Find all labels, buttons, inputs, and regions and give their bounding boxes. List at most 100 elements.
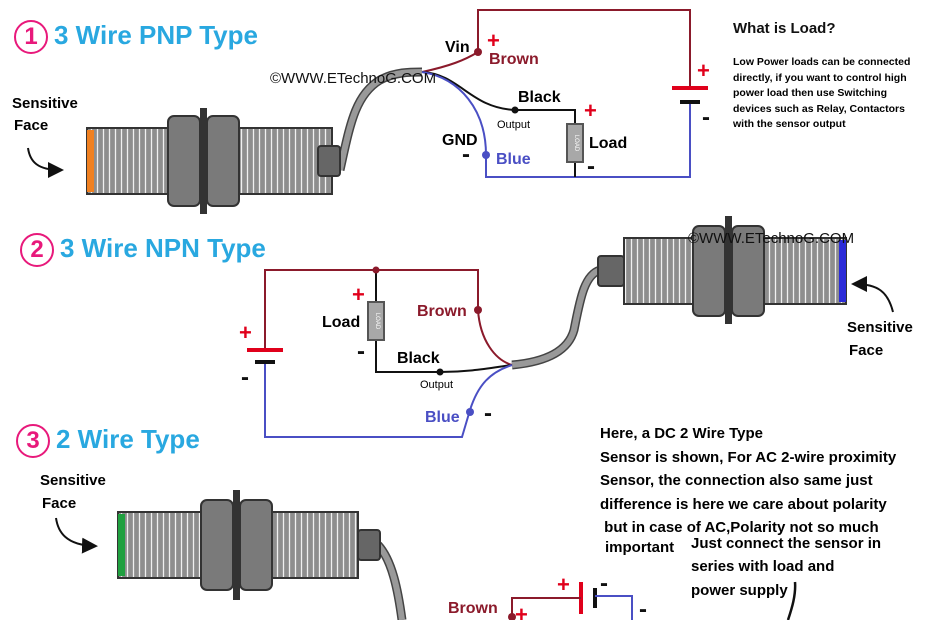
sensor-3-cap (357, 529, 381, 561)
pnp-load (566, 123, 584, 163)
npn-blue-minus: - (484, 400, 492, 427)
pnp-load-plus: + (584, 98, 597, 123)
sensor-2-cable (511, 267, 602, 368)
two-wire-brown-wire (511, 597, 581, 620)
npn-blue-wire (264, 362, 513, 438)
section-3-number: 3 (16, 424, 50, 458)
pnp-circuit: LOAD (421, 9, 708, 178)
section-2-title: 3 Wire NPN Type (60, 232, 266, 263)
sensitive-face-label-3: Sensitive (40, 472, 106, 489)
two-wire-extra-line-1: Just connect the sensor in (691, 535, 882, 552)
pnp-vin-node (474, 48, 482, 56)
npn-battery-minus: - (241, 364, 249, 391)
sensor-3-washer (233, 490, 240, 600)
sensor-1-cap (317, 145, 341, 177)
sensor-1-washer (200, 108, 207, 214)
pnp-load-label: Load (589, 135, 628, 152)
sensitive-face-label-2: Sensitive (847, 319, 913, 336)
npn-black-label: Black (397, 350, 440, 367)
pnp-battery-minus: - (702, 104, 710, 131)
sensor-2-nut-right (731, 225, 765, 317)
sensor-3-two-wire (117, 490, 407, 620)
npn-top-node (372, 266, 380, 274)
npn-output-label: Output (420, 379, 454, 391)
pnp-output-node (511, 106, 519, 114)
sensor-2-washer (725, 216, 732, 324)
two-wire-note-arrow (786, 581, 797, 620)
two-wire-note-line-5: but in case of AC,Polarity not so much (600, 519, 879, 536)
npn-blue-node (466, 408, 474, 416)
section-1-title: 3 Wire PNP Type (54, 19, 258, 50)
sensor-2-cap (597, 255, 625, 287)
npn-brown-node (474, 306, 482, 314)
sensor-1-pnp (86, 67, 423, 214)
pnp-gnd-node (482, 151, 490, 159)
what-is-load-line-1: Low Power loads can be connected (733, 56, 911, 68)
sensor-3-nut-right (239, 499, 273, 591)
sensor-1-cable (337, 69, 423, 171)
section-1-number: 1 (14, 20, 48, 54)
npn-load-plus: + (352, 282, 365, 307)
two-wire-battery-plus: + (557, 572, 570, 597)
two-wire-blue-wire (595, 595, 633, 620)
sensor-3-face (118, 514, 125, 576)
npn-supply-top-wire (264, 269, 479, 350)
sensor-3-face-arrow (55, 517, 98, 554)
sensor-1-face-arrow (27, 147, 64, 178)
what-is-load-title: What is Load? (733, 20, 836, 37)
npn-circuit: LOAD (247, 266, 513, 438)
sensitive-face-label-2b: Face (849, 342, 884, 359)
npn-load (367, 301, 385, 341)
pnp-vin-label: Vin (445, 39, 470, 56)
two-wire-note-line-3: Sensor, the connection also same just (600, 472, 873, 489)
npn-load-label: Load (322, 314, 361, 331)
two-wire-note-line-2: Sensor is shown, For AC 2-wire proximity (600, 448, 897, 466)
npn-load-minus: - (357, 338, 365, 365)
pnp-gnd-minus: - (462, 141, 470, 168)
pnp-blue-label: Blue (496, 151, 531, 168)
two-wire-brown-node (508, 613, 516, 620)
npn-brown-label: Brown (417, 303, 467, 320)
what-is-load-line-5: with the sensor output (733, 118, 846, 130)
two-wire-extra-line-3: power supply (691, 582, 788, 599)
npn-load-tag: LOAD (374, 313, 380, 330)
sensor-2-npn (511, 216, 847, 370)
what-is-load-line-3: power load then use Switching (733, 87, 888, 99)
sensor-3-nut-left (200, 499, 234, 591)
sensor-1-face (87, 130, 94, 192)
sensor-2-face (839, 240, 846, 302)
watermark-1: ©WWW.ETechnoG.COM (270, 70, 437, 87)
pnp-gnd-label: GND (442, 132, 478, 149)
two-wire-battery-minus-top: - (600, 570, 608, 597)
sensor-1-nut-left (167, 115, 201, 207)
two-wire-extra-line-2: series with load and (691, 558, 835, 575)
npn-battery-plus: + (239, 320, 252, 345)
two-wire-note-line-4: difference is here we care about polarit… (600, 495, 887, 513)
pnp-vin-plus: + (487, 28, 500, 53)
what-is-load-line-2: directly, if you want to control high (733, 71, 907, 84)
npn-output-node (436, 368, 444, 376)
sensor-1-nut-right (206, 115, 240, 207)
two-wire-note: Here, a DC 2 Wire Type Sensor is shown, … (600, 422, 928, 540)
pnp-brown-label: Brown (489, 51, 539, 68)
two-wire-note-line-1: Here, a DC 2 Wire Type (600, 425, 763, 442)
two-wire-blue-minus: - (639, 596, 647, 623)
watermark-2: ©WWW.ETechnoG.COM (688, 230, 855, 247)
what-is-load-line-4: devices such as Relay, Contactors (733, 102, 905, 115)
two-wire-circuit (508, 581, 797, 620)
pnp-battery-plus: + (697, 58, 710, 83)
npn-brown-wire (477, 309, 513, 366)
section-2-number: 2 (20, 233, 54, 267)
sensitive-face-label-3b: Face (42, 495, 77, 512)
two-wire-brown-plus: + (515, 602, 528, 627)
pnp-supply-top-wire (477, 9, 691, 88)
what-is-load-body: Low Power loads can be connected directl… (733, 55, 928, 131)
two-wire-brown-label: Brown (448, 600, 498, 617)
pnp-black-label: Black (518, 89, 561, 106)
pnp-load-tag: LOAD (573, 135, 579, 152)
pnp-load-minus: - (587, 153, 595, 180)
